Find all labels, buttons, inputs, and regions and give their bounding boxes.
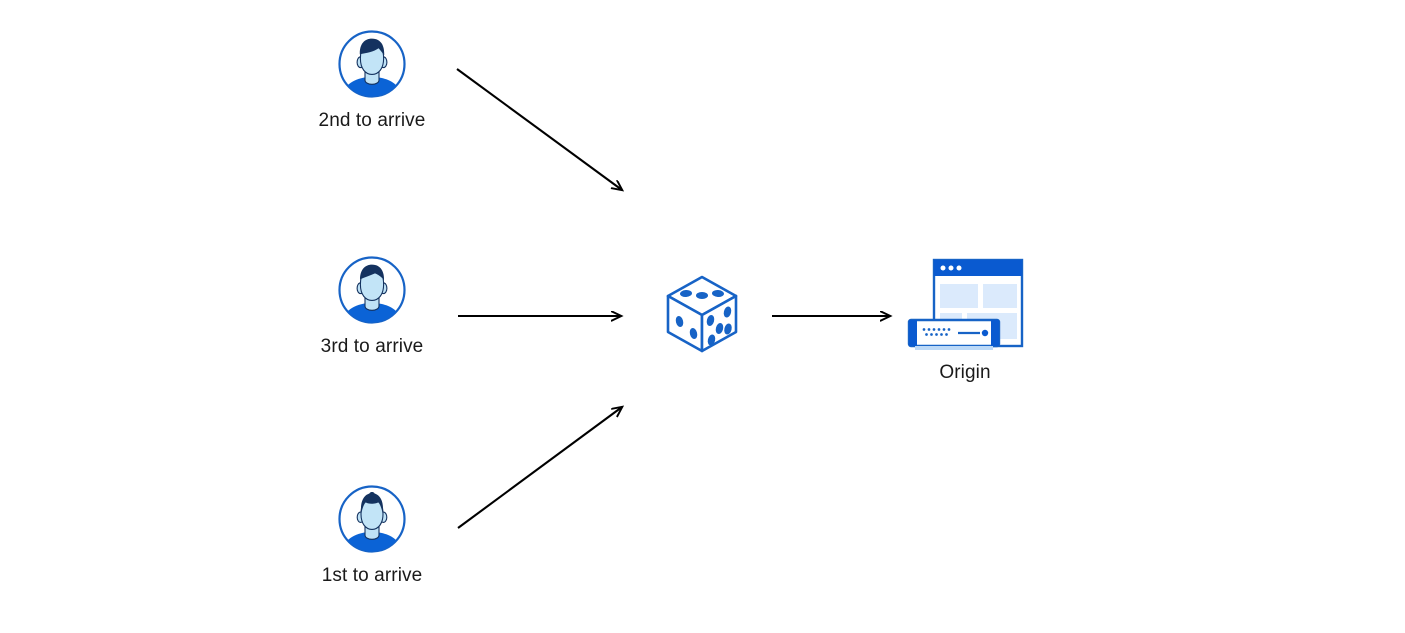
dice-icon	[660, 272, 744, 356]
origin-server-icon	[906, 258, 1024, 358]
node-random-selector[interactable]	[660, 272, 744, 356]
node-label: 2nd to arrive	[318, 110, 426, 131]
user-avatar-icon	[336, 483, 408, 555]
node-client-2nd[interactable]: 2nd to arrive	[302, 28, 442, 133]
rack-server-icon	[907, 318, 1001, 350]
node-origin-server[interactable]: Origin	[906, 258, 1024, 385]
edge-1st-to-dice	[457, 407, 622, 529]
node-label: 3rd to arrive	[320, 336, 424, 357]
user-avatar-icon	[336, 254, 408, 326]
node-client-3rd[interactable]: 3rd to arrive	[302, 254, 442, 359]
node-client-1st[interactable]: 1st to arrive	[302, 483, 442, 588]
node-label: Origin	[939, 362, 991, 383]
edge-2nd-to-dice	[456, 68, 622, 190]
user-avatar-icon	[336, 28, 408, 100]
node-label: 1st to arrive	[321, 565, 423, 586]
